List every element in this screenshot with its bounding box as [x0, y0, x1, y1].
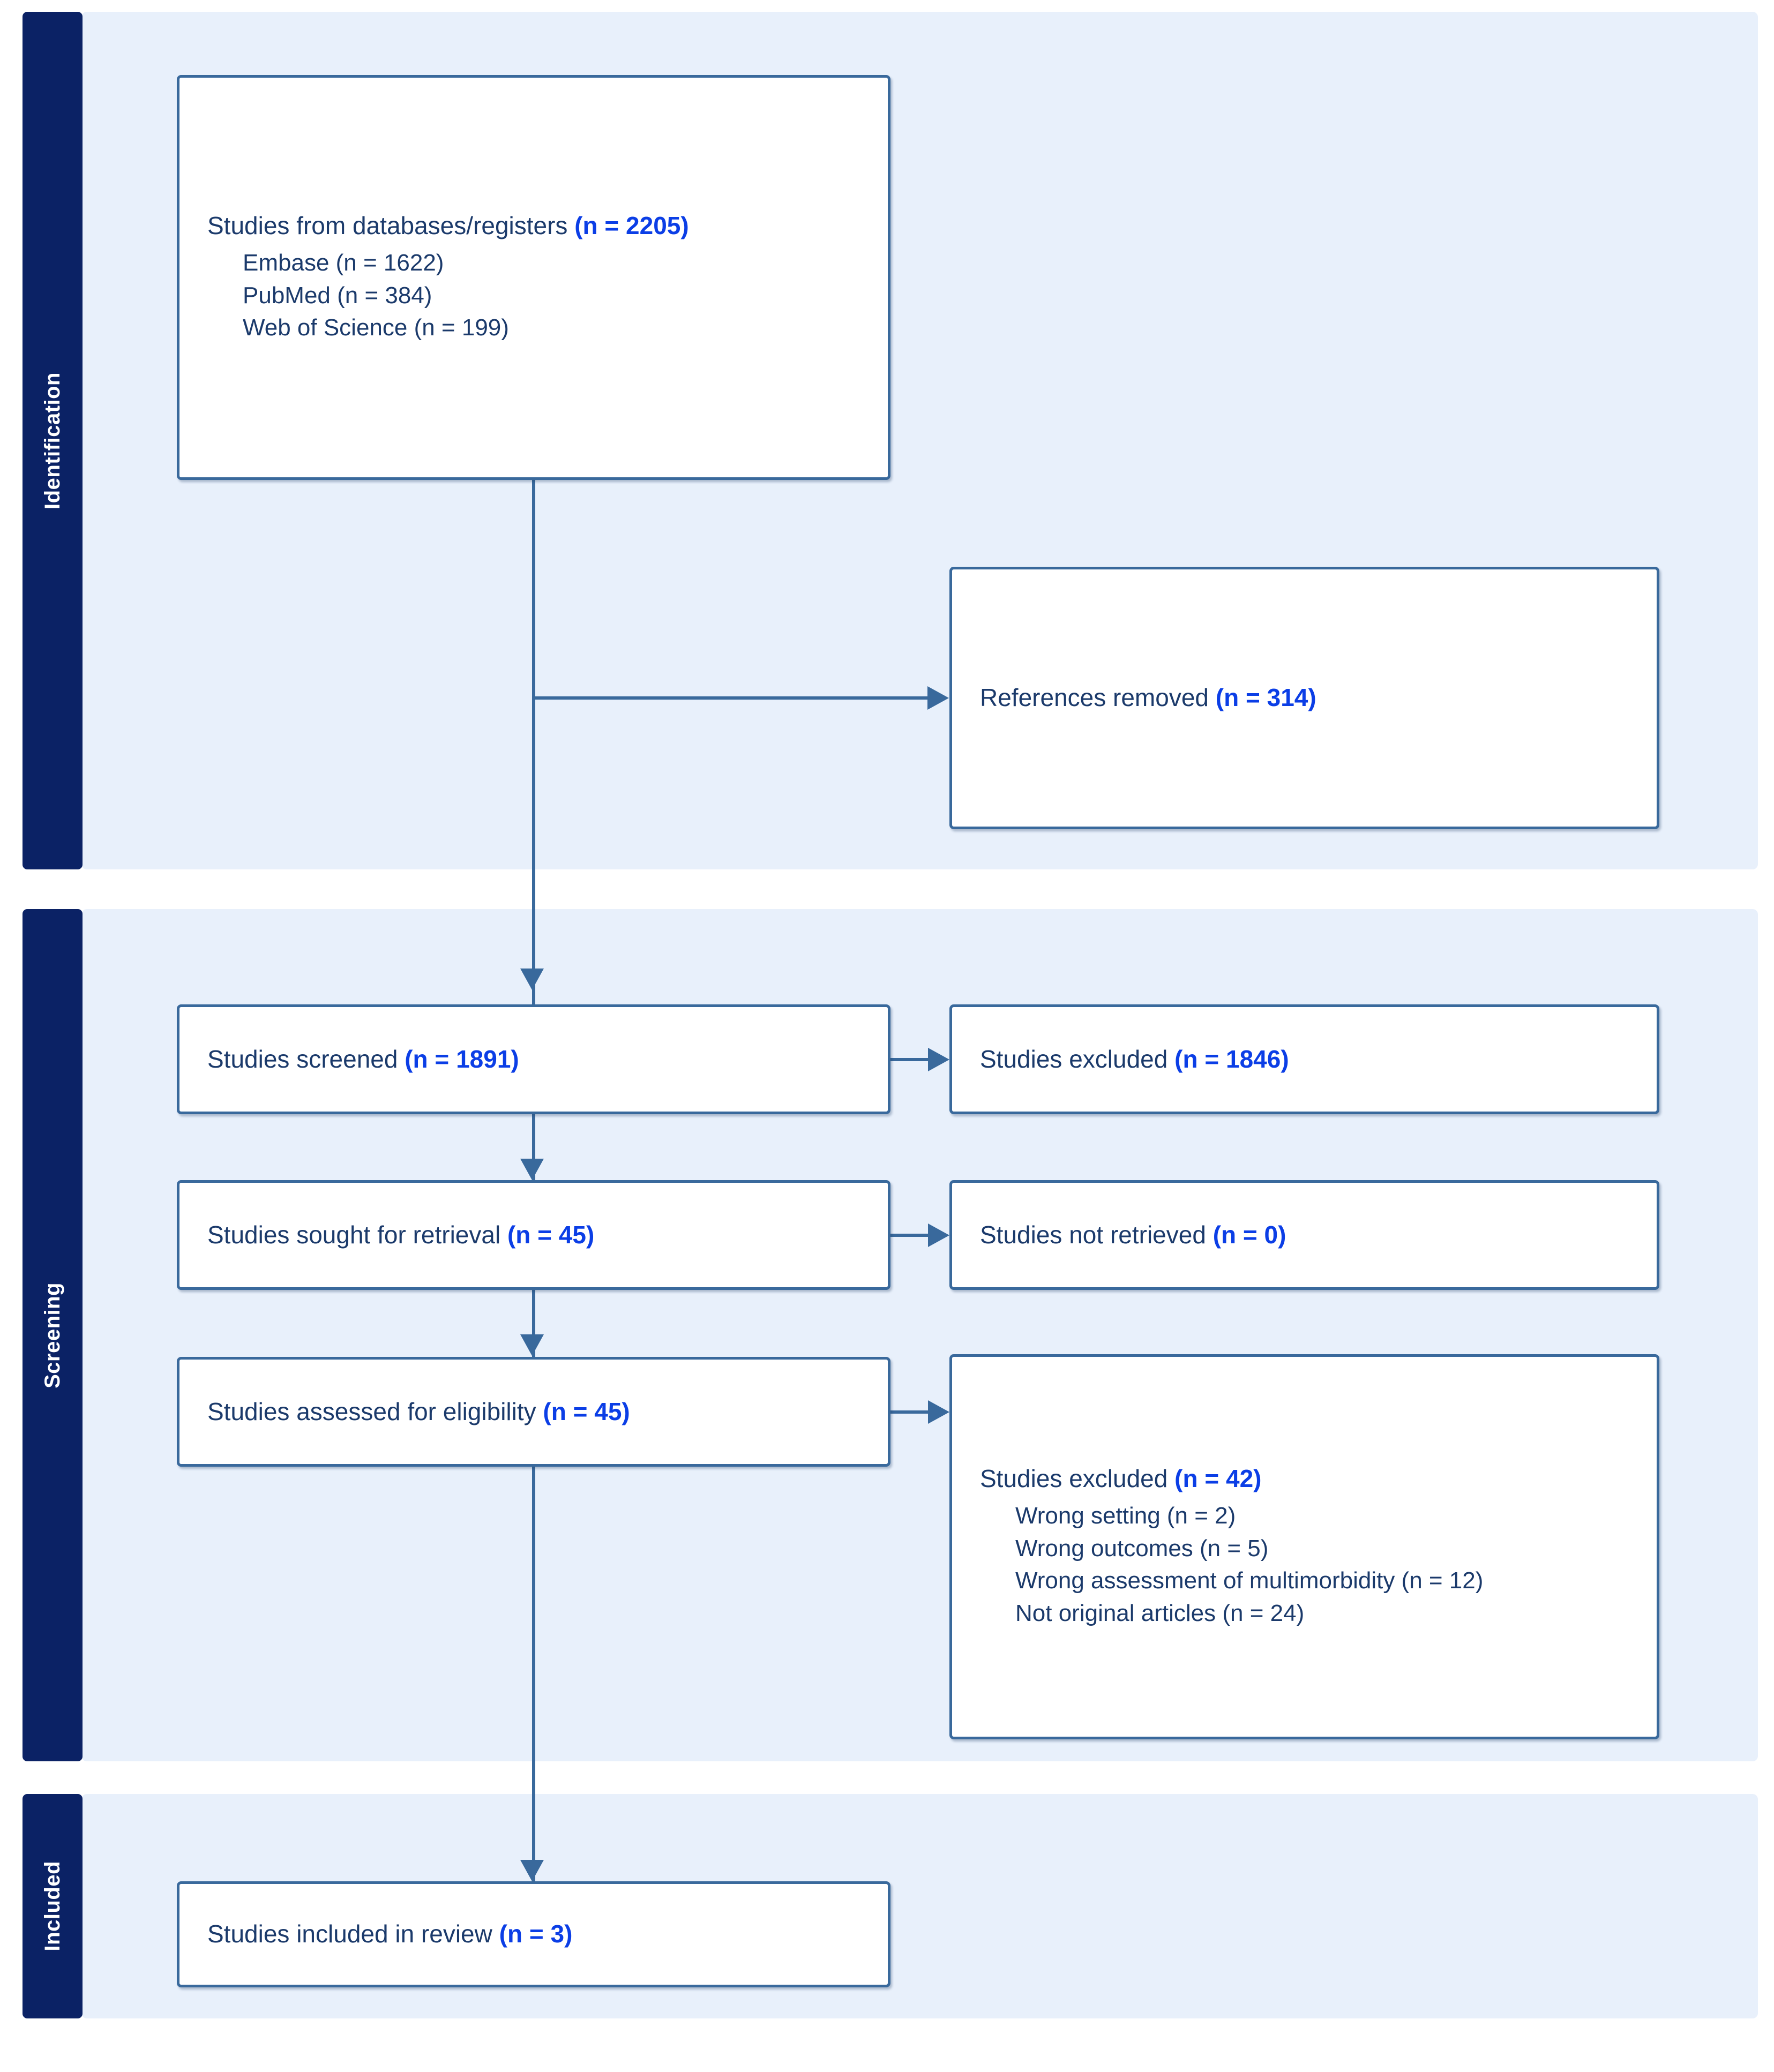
box-title-text: Studies included in review [207, 1920, 499, 1948]
connector-to-references-removed [534, 696, 927, 700]
connector-to-not-retrieved [890, 1234, 929, 1237]
list-item: Wrong outcomes (n = 5) [1015, 1535, 1269, 1561]
box-count: (n = 2205) [574, 211, 689, 239]
box-content: Studies not retrieved (n = 0) [952, 1220, 1657, 1251]
box-studies-excluded-screening: Studies excluded (n = 1846) [949, 1004, 1659, 1114]
box-content: Studies included in review (n = 3) [179, 1919, 888, 1950]
box-count: (n = 45) [507, 1220, 595, 1249]
box-title-text: Studies screened [207, 1045, 405, 1073]
box-content: Studies screened (n = 1891) [179, 1044, 888, 1075]
box-count: (n = 314) [1215, 684, 1316, 712]
arrowhead-to-screened [520, 969, 544, 990]
box-title: Studies excluded (n = 42) [980, 1463, 1657, 1495]
box-title: Studies assessed for eligibility (n = 45… [207, 1397, 888, 1428]
box-title: References removed (n = 314) [980, 682, 1657, 714]
connector-to-excluded-eligibility [890, 1410, 929, 1414]
box-title: Studies screened (n = 1891) [207, 1044, 888, 1075]
box-references-removed: References removed (n = 314) [949, 567, 1659, 829]
arrowhead-to-not-retrieved [928, 1223, 949, 1247]
connector-sought-to-assessed [532, 1290, 535, 1335]
stage-label-screening-text: Screening [40, 1282, 64, 1388]
connector-to-excluded-screening [890, 1058, 929, 1061]
stage-label-screening: Screening [23, 909, 83, 1761]
box-content: Studies excluded (n = 1846) [952, 1044, 1657, 1075]
box-studies-assessed-for-eligibility: Studies assessed for eligibility (n = 45… [177, 1357, 890, 1467]
box-count: (n = 1846) [1174, 1045, 1289, 1073]
box-studies-from-databases: Studies from databases/registers (n = 22… [177, 75, 890, 480]
arrowhead-to-included [520, 1860, 544, 1881]
box-title-text: Studies excluded [980, 1045, 1175, 1073]
stage-label-identification-text: Identification [40, 372, 64, 509]
box-count: (n = 3) [499, 1920, 573, 1948]
list-item: Wrong setting (n = 2) [1015, 1503, 1236, 1529]
arrowhead-to-references-removed [927, 686, 949, 710]
stage-label-included-text: Included [40, 1861, 64, 1951]
list-item: Wrong assessment of multimorbidity (n = … [1015, 1567, 1484, 1594]
box-title-text: References removed [980, 684, 1216, 712]
list-item: Embase (n = 1622) [243, 249, 444, 276]
box-title: Studies excluded (n = 1846) [980, 1044, 1657, 1075]
connector-screened-to-sought [532, 1114, 535, 1160]
box-count: (n = 1891) [405, 1045, 519, 1073]
box-title-text: Studies sought for retrieval [207, 1220, 507, 1249]
box-count: (n = 42) [1174, 1465, 1262, 1493]
list-item: Web of Science (n = 199) [243, 314, 509, 341]
box-title: Studies from databases/registers (n = 22… [207, 211, 888, 242]
arrowhead-to-excluded-eligibility [928, 1400, 949, 1424]
box-title: Studies not retrieved (n = 0) [980, 1220, 1657, 1251]
box-title: Studies included in review (n = 3) [207, 1919, 888, 1950]
box-sublist: Embase (n = 1622) PubMed (n = 384) Web o… [207, 247, 888, 344]
box-content: Studies excluded (n = 42) Wrong setting … [952, 1463, 1657, 1630]
box-studies-excluded-eligibility: Studies excluded (n = 42) Wrong setting … [949, 1354, 1659, 1739]
arrowhead-to-sought [520, 1159, 544, 1180]
box-studies-screened: Studies screened (n = 1891) [177, 1004, 890, 1114]
box-title-text: Studies assessed for eligibility [207, 1397, 543, 1425]
box-content: References removed (n = 314) [952, 682, 1657, 714]
stage-label-included: Included [23, 1794, 83, 2018]
box-content: Studies from databases/registers (n = 22… [179, 211, 888, 344]
box-sublist: Wrong setting (n = 2) Wrong outcomes (n … [980, 1500, 1657, 1630]
box-studies-sought-for-retrieval: Studies sought for retrieval (n = 45) [177, 1180, 890, 1290]
box-title-text: Studies excluded [980, 1465, 1175, 1493]
box-content: Studies assessed for eligibility (n = 45… [179, 1397, 888, 1428]
box-count: (n = 45) [543, 1397, 630, 1425]
box-title: Studies sought for retrieval (n = 45) [207, 1220, 888, 1251]
box-studies-not-retrieved: Studies not retrieved (n = 0) [949, 1180, 1659, 1290]
stage-label-identification: Identification [23, 12, 83, 869]
list-item: Not original articles (n = 24) [1015, 1600, 1305, 1627]
arrowhead-to-assessed [520, 1334, 544, 1356]
box-title-text: Studies from databases/registers [207, 211, 575, 239]
arrowhead-to-excluded-screening [928, 1048, 949, 1071]
box-count: (n = 0) [1212, 1220, 1286, 1249]
box-studies-included-in-review: Studies included in review (n = 3) [177, 1881, 890, 1987]
box-content: Studies sought for retrieval (n = 45) [179, 1220, 888, 1251]
list-item: PubMed (n = 384) [243, 282, 432, 309]
box-title-text: Studies not retrieved [980, 1220, 1213, 1249]
